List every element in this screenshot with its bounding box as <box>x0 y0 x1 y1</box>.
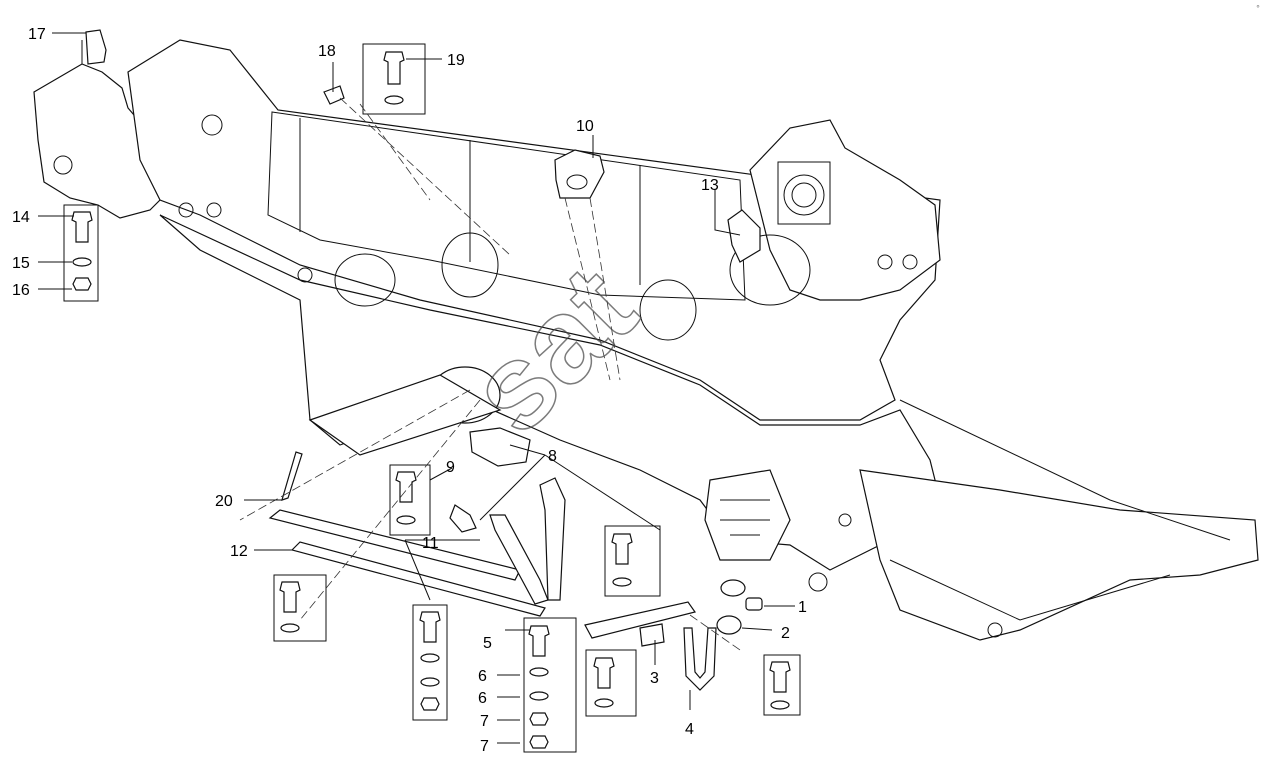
part-4-ubolt <box>683 627 717 691</box>
callout-5: 5 <box>483 635 492 652</box>
leader-lines <box>38 32 795 744</box>
upper-rail <box>127 39 941 421</box>
assembly-lines <box>239 97 741 651</box>
callout-7a: 7 <box>480 713 489 730</box>
callout-18: 18 <box>318 43 336 60</box>
part-8-bracket <box>469 427 531 467</box>
front-upper-assembly <box>749 119 941 301</box>
callout-17: 17 <box>28 26 46 43</box>
part-2-bushing <box>716 615 742 635</box>
part-20-pin <box>281 451 303 501</box>
part-18-bracket <box>323 85 345 105</box>
hardware-box-19 <box>362 43 426 115</box>
callout-labels: 1 2 3 4 5 6 6 7 7 8 9 10 11 12 13 14 15 … <box>12 26 807 755</box>
main-frame <box>33 39 1259 641</box>
callout-6b: 6 <box>478 690 487 707</box>
part-17-bracket <box>85 29 107 65</box>
callout-10: 10 <box>576 118 594 135</box>
callout-12: 12 <box>230 543 248 560</box>
callout-11: 11 <box>422 535 439 552</box>
hardware-box-11 <box>412 604 448 721</box>
rail-channel <box>267 111 746 301</box>
callout-15: 15 <box>12 255 30 272</box>
rear-frame <box>859 469 1259 641</box>
callout-13: 13 <box>701 177 719 194</box>
callout-7b: 7 <box>480 738 489 755</box>
part-3-bracket <box>584 601 696 639</box>
part-10-bracket <box>554 149 605 199</box>
callout-2: 2 <box>781 625 790 642</box>
part-13-bracket <box>727 209 761 263</box>
hardware-box-4 <box>763 654 801 716</box>
callout-1: 1 <box>798 599 807 616</box>
callout-14: 14 <box>12 209 30 226</box>
part-9-link <box>449 504 477 533</box>
part-1-bushing <box>745 597 763 611</box>
callout-20: 20 <box>215 493 233 510</box>
hardware-box-8 <box>604 525 661 597</box>
callout-9: 9 <box>446 459 455 476</box>
hardware-box-3 <box>585 649 637 717</box>
hardware-box-12 <box>273 574 327 642</box>
callout-3: 3 <box>650 670 659 687</box>
part-12-rail <box>290 541 546 617</box>
callout-16: 16 <box>12 282 30 299</box>
hardware-box-9 <box>389 464 431 536</box>
callout-4: 4 <box>685 721 694 738</box>
hardware-box-14-16 <box>63 204 99 302</box>
callout-8: 8 <box>548 448 557 465</box>
callout-6a: 6 <box>478 668 487 685</box>
corner-mark: ° <box>1256 4 1260 13</box>
hardware-box-5-7 <box>523 617 577 753</box>
callout-19: 19 <box>447 52 465 69</box>
